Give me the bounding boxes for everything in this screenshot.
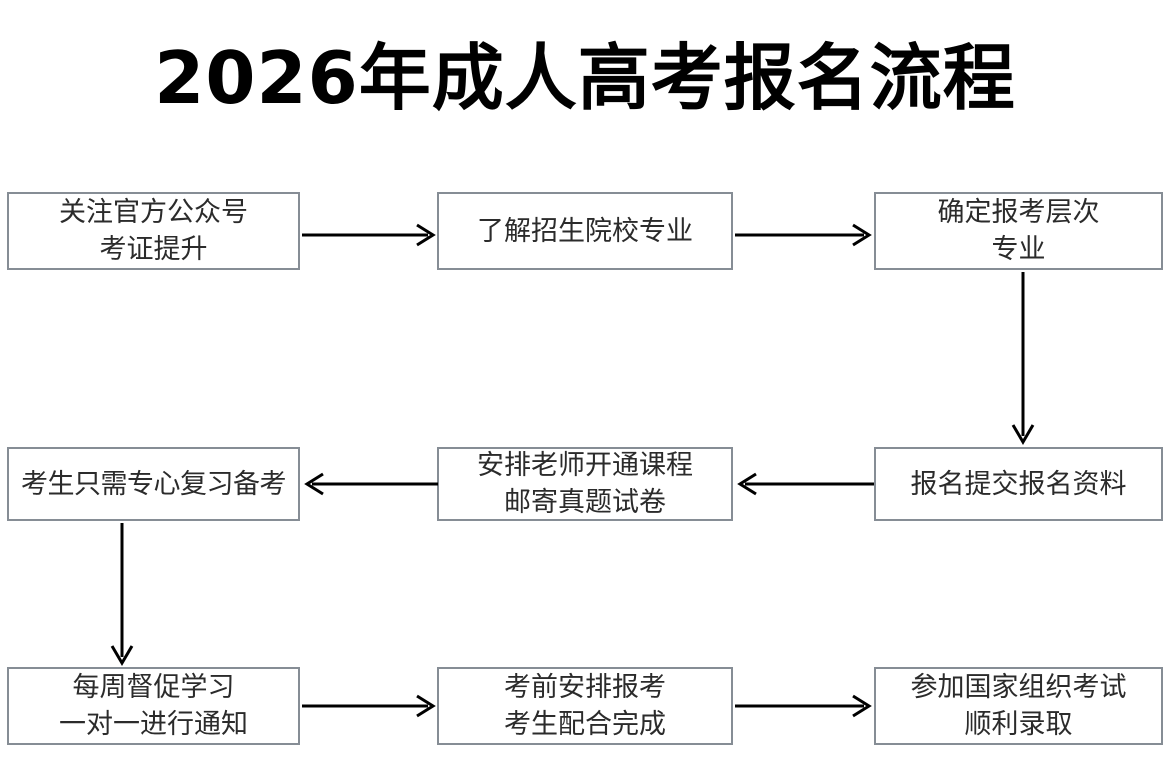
flow-node-teacher-course-mail-papers[interactable]: 安排老师开通课程 邮寄真题试卷 (437, 447, 733, 521)
flow-node-learn-schools-majors[interactable]: 了解招生院校专业 (437, 192, 733, 270)
flow-node-focus-on-review[interactable]: 考生只需专心复习备考 (7, 447, 300, 521)
flow-node-line-1: 每周督促学习 (72, 672, 235, 703)
arrow-n6-to-n7 (104, 521, 140, 669)
arrow-n7-to-n8 (300, 688, 440, 724)
flow-node-line-2: 考证提升 (99, 234, 208, 265)
arrow-n5-to-n6 (300, 466, 440, 502)
page-title: 2026年成人高考报名流程 (154, 36, 1016, 120)
flow-node-line-1: 报名提交报名资料 (910, 468, 1127, 500)
flow-node-line-2: 邮寄真题试卷 (504, 487, 666, 518)
flow-node-take-exam-admitted[interactable]: 参加国家组织考试 顺利录取 (874, 667, 1163, 745)
arrow-n3-to-n4 (1005, 270, 1041, 448)
flow-node-line-1: 考生只需专心复习备考 (21, 468, 287, 500)
flow-node-pre-exam-registration[interactable]: 考前安排报考 考生配合完成 (437, 667, 733, 745)
flow-node-submit-application-materials[interactable]: 报名提交报名资料 (874, 447, 1163, 521)
flow-node-line-2: 一对一进行通知 (59, 709, 248, 740)
flow-node-line-2: 专业 (991, 234, 1046, 265)
flow-node-line-2: 考生配合完成 (504, 709, 666, 740)
flow-node-line-1: 确定报考层次 (937, 197, 1100, 228)
arrow-n2-to-n3 (733, 217, 876, 253)
flow-node-follow-official-account[interactable]: 关注官方公众号 考证提升 (7, 192, 300, 270)
arrow-n1-to-n2 (300, 217, 440, 253)
flow-node-confirm-level-major[interactable]: 确定报考层次 专业 (874, 192, 1163, 270)
flow-node-weekly-supervision[interactable]: 每周督促学习 一对一进行通知 (7, 667, 300, 745)
flow-node-line-1: 了解招生院校专业 (477, 215, 693, 247)
flow-node-line-1: 考前安排报考 (504, 672, 666, 703)
arrow-n4-to-n5 (733, 466, 876, 502)
flow-node-line-1: 关注官方公众号 (59, 197, 248, 228)
flow-node-line-1: 参加国家组织考试 (910, 672, 1127, 703)
flow-node-line-2: 顺利录取 (964, 709, 1073, 740)
flow-node-line-1: 安排老师开通课程 (477, 450, 693, 481)
arrow-n8-to-n9 (733, 688, 876, 724)
